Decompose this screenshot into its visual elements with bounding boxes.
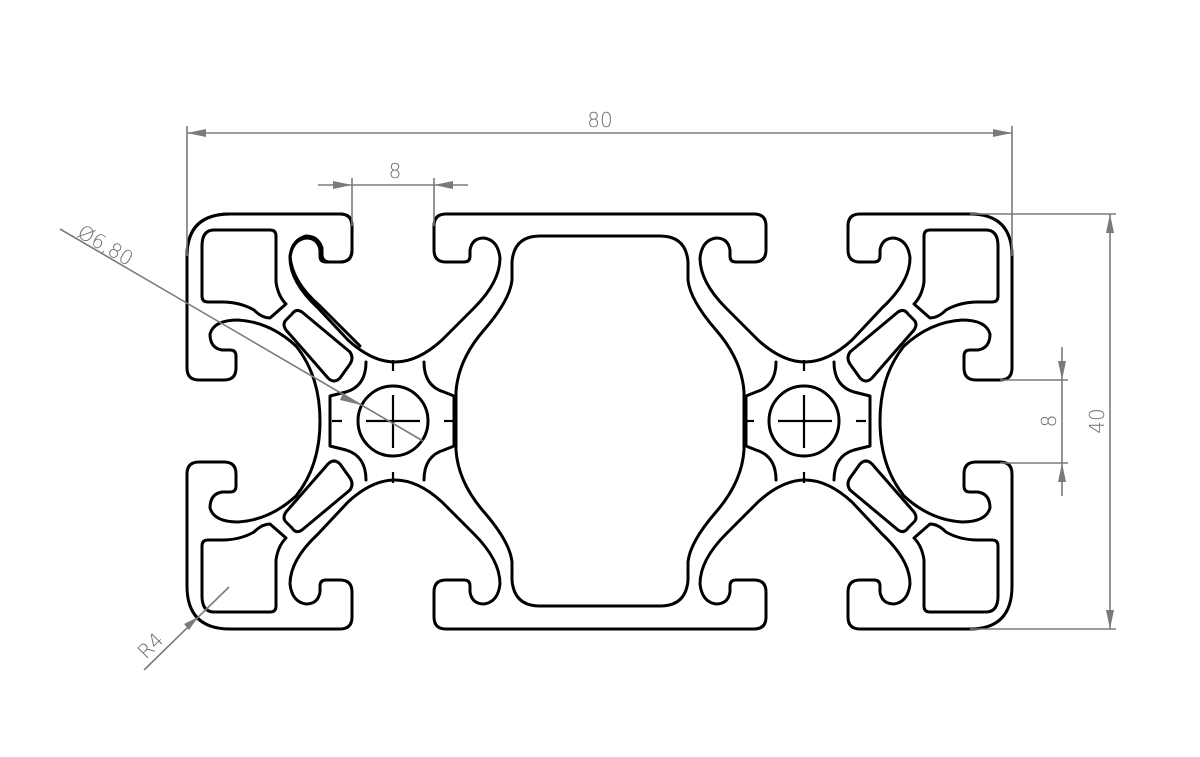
dimension-label-8-side: 8 bbox=[1037, 415, 1061, 428]
dimension-label-r4: R4 bbox=[133, 628, 169, 664]
core-hole-right bbox=[767, 384, 841, 458]
web-slot-left-upper bbox=[282, 308, 354, 383]
center-mark-left bbox=[332, 360, 454, 483]
profile-outline bbox=[185, 212, 1014, 631]
core-hole-left bbox=[356, 384, 430, 458]
dimension-label-80: 80 bbox=[587, 108, 612, 132]
outer-frame bbox=[185, 212, 1014, 631]
center-mark-right bbox=[744, 360, 866, 483]
dimension-overall-height: 40 bbox=[970, 213, 1116, 630]
pocket-bottom-left bbox=[200, 522, 288, 614]
dimension-slot-width-top: 8 bbox=[318, 159, 468, 226]
dimension-label-8-top: 8 bbox=[389, 159, 402, 183]
dimension-slot-width-side: 8 bbox=[1000, 347, 1068, 496]
web-slot-right-lower bbox=[846, 459, 918, 534]
pocket-top-left bbox=[200, 228, 288, 320]
dimension-core-hole-diameter: Ø6,80 bbox=[59, 220, 424, 442]
dimension-label-40: 40 bbox=[1085, 408, 1109, 433]
dimension-label-diameter: Ø6,80 bbox=[73, 220, 137, 271]
pocket-top-right bbox=[912, 228, 1000, 320]
center-marks bbox=[332, 360, 866, 483]
web-slot-left-lower bbox=[282, 459, 354, 534]
pocket-bottom-right bbox=[912, 522, 1000, 614]
web-slot-right-upper bbox=[846, 308, 918, 383]
central-cavity bbox=[454, 234, 746, 608]
dimension-overall-width: 80 bbox=[186, 108, 1013, 256]
